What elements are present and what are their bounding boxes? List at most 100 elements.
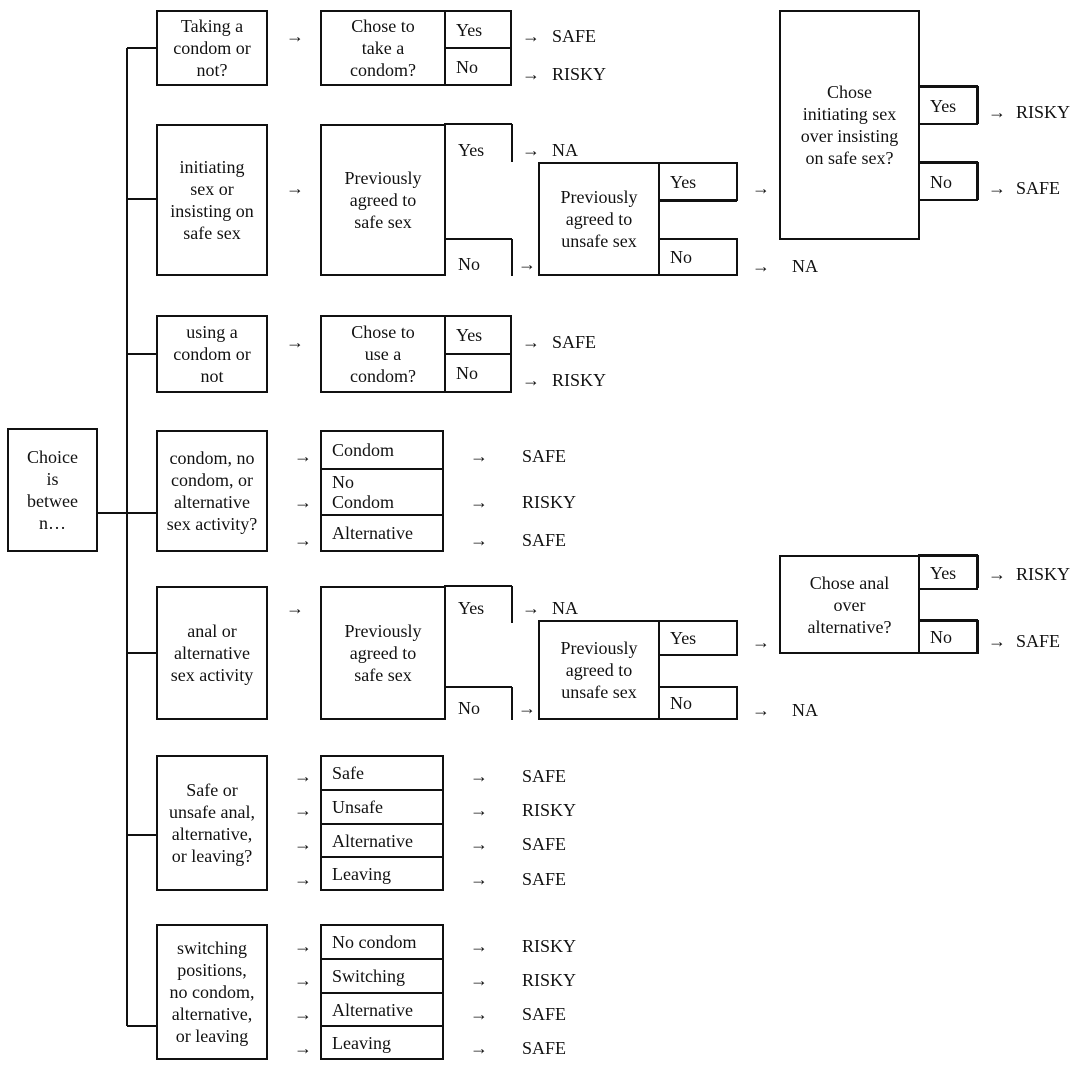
q1-yes-cell: Yes: [444, 10, 512, 49]
q5-no3-outcome: SAFE: [1016, 631, 1061, 651]
q7-out-arrow-2: →: [470, 970, 488, 990]
q4-arrow-condom: →: [294, 446, 312, 466]
q7-question-box: switching positions, no condom, alternat…: [156, 924, 268, 1060]
q1-no-outcome: RISKY: [552, 64, 607, 84]
q6-option-leaving: Leaving: [320, 856, 444, 891]
q5-no-label: No: [446, 696, 506, 720]
q6-option-unsafe: Unsafe: [320, 789, 444, 825]
q7-out-arrow-3: →: [470, 1004, 488, 1024]
q7-arrow-switching: →: [294, 970, 312, 990]
q2-no3-arrow: →: [988, 178, 1006, 198]
q5-agreed-safe-box: Previously agreed to safe sex: [320, 586, 446, 720]
q7-outcome-1: RISKY: [522, 936, 577, 956]
q1-question-box: Taking a condom or not?: [156, 10, 268, 86]
q7-outcome-2: RISKY: [522, 970, 577, 990]
q2-yes-arrow: →: [522, 140, 540, 160]
q1-yes-outcome: SAFE: [552, 26, 597, 46]
q6-outcome-2: RISKY: [522, 800, 577, 820]
q4-outcome-2: RISKY: [522, 492, 577, 512]
q7-option-no-condom: No condom: [320, 924, 444, 960]
q2-no-label: No: [446, 252, 506, 276]
q6-outcome-4: SAFE: [522, 869, 567, 889]
q5-arrow: →: [286, 598, 304, 618]
q6-arrow-safe: →: [294, 766, 312, 786]
q4-outcome-1: SAFE: [522, 446, 567, 466]
q2-no-arrow: →: [518, 254, 536, 274]
q3-yes-outcome: SAFE: [552, 332, 597, 352]
q5-no2-cell: No: [658, 686, 738, 720]
q2-yes3-arrow: →: [988, 102, 1006, 122]
q5-question-box: anal or alternative sex activity: [156, 586, 268, 720]
q3-question-box: using a condom or not: [156, 315, 268, 393]
q5-no3-cell: No: [918, 620, 978, 654]
root-node: Choice is betwee n…: [7, 428, 98, 552]
q4-arrow-no-condom: →: [294, 492, 312, 512]
q5-yes-arrow: →: [522, 598, 540, 618]
q3-no-outcome: RISKY: [552, 370, 607, 390]
q4-out-arrow-1: →: [470, 446, 488, 466]
q3-no-cell: No: [444, 353, 512, 393]
q4-option-alternative: Alternative: [320, 514, 444, 552]
q2-yes2-cell: Yes: [658, 162, 738, 201]
q5-yes3-arrow: →: [988, 564, 1006, 584]
q6-option-alternative: Alternative: [320, 823, 444, 858]
q7-option-switching: Switching: [320, 958, 444, 994]
q2-yes-outcome: NA: [552, 140, 578, 160]
q6-arrow-alternative: →: [294, 834, 312, 854]
q5-no-arrow: →: [518, 698, 536, 718]
q2-no2-arrow: →: [752, 256, 770, 276]
q5-final-box: Chose anal over alternative?: [779, 555, 920, 654]
q4-out-arrow-3: →: [470, 530, 488, 550]
q5-yes2-cell: Yes: [658, 620, 738, 656]
q2-final-box: Chose initiating sex over insisting on s…: [779, 10, 920, 240]
q4-arrow-alternative: →: [294, 530, 312, 550]
q4-question-box: condom, no condom, or alternative sex ac…: [156, 430, 268, 552]
q1-no-arrow: →: [522, 64, 540, 84]
q1-no-cell: No: [444, 47, 512, 86]
q6-option-safe: Safe: [320, 755, 444, 791]
q2-no3-outcome: SAFE: [1016, 178, 1061, 198]
q5-no2-outcome: NA: [792, 700, 818, 720]
q2-no3-cell: No: [918, 162, 978, 201]
q6-out-arrow-2: →: [470, 800, 488, 820]
q2-yes2-arrow: →: [752, 178, 770, 198]
q2-no2-outcome: NA: [792, 256, 818, 276]
q5-yes-label: Yes: [446, 596, 506, 620]
q7-out-arrow-1: →: [470, 936, 488, 956]
q5-yes3-outcome: RISKY: [1016, 564, 1071, 584]
q2-yes3-outcome: RISKY: [1016, 102, 1071, 122]
q5-no2-arrow: →: [752, 700, 770, 720]
q5-yes-outcome: NA: [552, 598, 578, 618]
q6-question-box: Safe or unsafe anal, alternative, or lea…: [156, 755, 268, 891]
q7-outcome-3: SAFE: [522, 1004, 567, 1024]
q2-arrow: →: [286, 178, 304, 198]
q7-outcome-4: SAFE: [522, 1038, 567, 1058]
q1-yes-arrow: →: [522, 26, 540, 46]
q5-yes2-arrow: →: [752, 632, 770, 652]
q1-arrow: →: [286, 26, 304, 46]
q4-option-no-condom: No Condom: [320, 468, 444, 516]
q6-outcome-3: SAFE: [522, 834, 567, 854]
q5-agreed-unsafe-box: Previously agreed to unsafe sex: [538, 620, 660, 720]
q7-option-leaving: Leaving: [320, 1025, 444, 1060]
q7-arrow-alternative: →: [294, 1004, 312, 1024]
q2-question-box: initiating sex or insisting on safe sex: [156, 124, 268, 276]
q6-out-arrow-4: →: [470, 869, 488, 889]
q6-outcome-1: SAFE: [522, 766, 567, 786]
q7-arrow-leaving: →: [294, 1038, 312, 1058]
q3-yes-arrow: →: [522, 332, 540, 352]
q5-yes3-cell: Yes: [918, 555, 978, 590]
q3-no-arrow: →: [522, 370, 540, 390]
q5-no3-arrow: →: [988, 631, 1006, 651]
q2-no2-cell: No: [658, 238, 738, 276]
q7-arrow-no-condom: →: [294, 936, 312, 956]
q4-out-arrow-2: →: [470, 492, 488, 512]
q2-yes-label: Yes: [446, 138, 506, 162]
q6-arrow-leaving: →: [294, 869, 312, 889]
q3-arrow: →: [286, 332, 304, 352]
q2-yes3-cell: Yes: [918, 86, 978, 125]
q1-sub-box: Chose to take a condom?: [320, 10, 446, 86]
q2-agreed-unsafe-box: Previously agreed to unsafe sex: [538, 162, 660, 276]
q7-option-alternative: Alternative: [320, 992, 444, 1027]
